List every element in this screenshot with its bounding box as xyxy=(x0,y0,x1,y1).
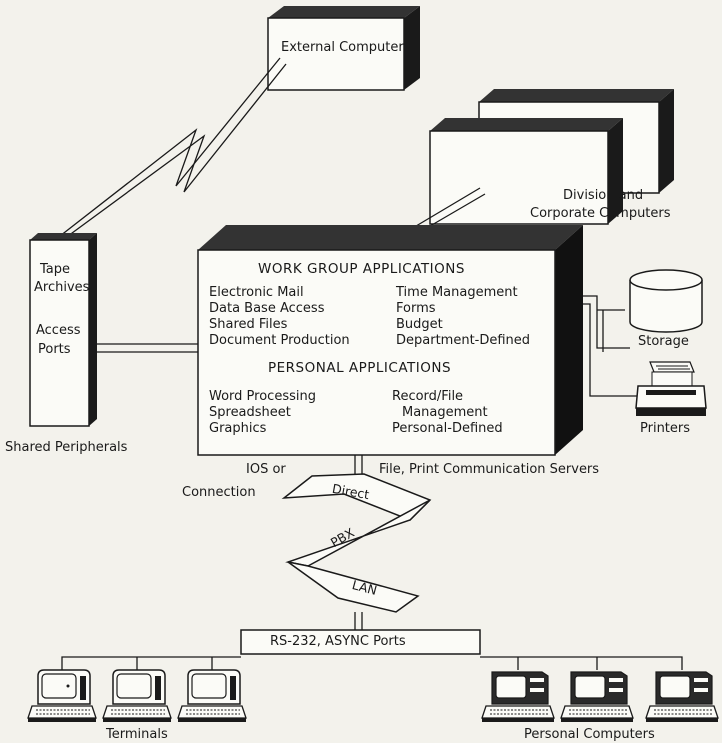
personal-computer-icon xyxy=(646,672,718,722)
archives-label: Archives xyxy=(34,280,89,296)
pa-right-2: Management xyxy=(402,405,488,421)
pcs-group xyxy=(482,672,718,722)
storage-label: Storage xyxy=(638,334,689,349)
wg-left-2: Data Base Access xyxy=(209,301,324,317)
shared-peripherals-caption: Shared Peripherals xyxy=(5,440,127,455)
terminals-label: Terminals xyxy=(106,727,168,742)
wg-right-2: Forms xyxy=(396,301,436,317)
external-computers-label: External Computers xyxy=(281,40,410,55)
work-group-title: WORK GROUP APPLICATIONS xyxy=(258,261,465,277)
wg-left-3: Shared Files xyxy=(209,317,287,333)
external-link xyxy=(60,58,286,236)
ports-bus xyxy=(62,657,682,670)
ios-label: IOS or xyxy=(246,462,286,477)
division-label-line1: Division and xyxy=(563,188,643,203)
personal-computers-label: Personal Computers xyxy=(524,727,655,742)
terminal-cursor xyxy=(67,685,70,688)
servers-label: File, Print Communication Servers xyxy=(379,462,599,477)
peripherals-link xyxy=(97,344,198,352)
pa-left-3: Graphics xyxy=(209,421,266,437)
pa-left-2: Spreadsheet xyxy=(209,405,291,421)
network-link-top xyxy=(355,455,362,476)
division-computers-box xyxy=(430,89,674,224)
printer-icon xyxy=(636,362,706,416)
printers-label: Printers xyxy=(640,421,690,436)
wg-left-1: Electronic Mail xyxy=(209,285,304,301)
personal-computer-icon xyxy=(482,672,554,722)
tape-label: Tape xyxy=(40,262,70,278)
connection-label: Connection xyxy=(182,485,256,500)
ports-label: Ports xyxy=(38,342,71,358)
terminals-group xyxy=(28,670,246,722)
personal-computer-icon xyxy=(561,672,633,722)
wg-left-4: Document Production xyxy=(209,333,350,349)
ports-bar-label: RS-232, ASYNC Ports xyxy=(270,634,406,649)
wg-right-1: Time Management xyxy=(396,285,518,301)
storage-icon xyxy=(630,270,702,332)
terminal-icon xyxy=(178,670,246,722)
division-label-line2: Corporate Computers xyxy=(530,206,671,221)
terminal-icon xyxy=(103,670,171,722)
pa-left-1: Word Processing xyxy=(209,389,316,405)
wg-right-4: Department-Defined xyxy=(396,333,530,349)
access-label: Access xyxy=(36,323,81,339)
terminal-icon xyxy=(28,670,96,722)
pa-right-3: Personal-Defined xyxy=(392,421,503,437)
pa-right-1: Record/File xyxy=(392,389,463,405)
personal-title: PERSONAL APPLICATIONS xyxy=(268,360,451,376)
network-link-bottom xyxy=(355,612,362,630)
wg-right-3: Budget xyxy=(396,317,443,333)
